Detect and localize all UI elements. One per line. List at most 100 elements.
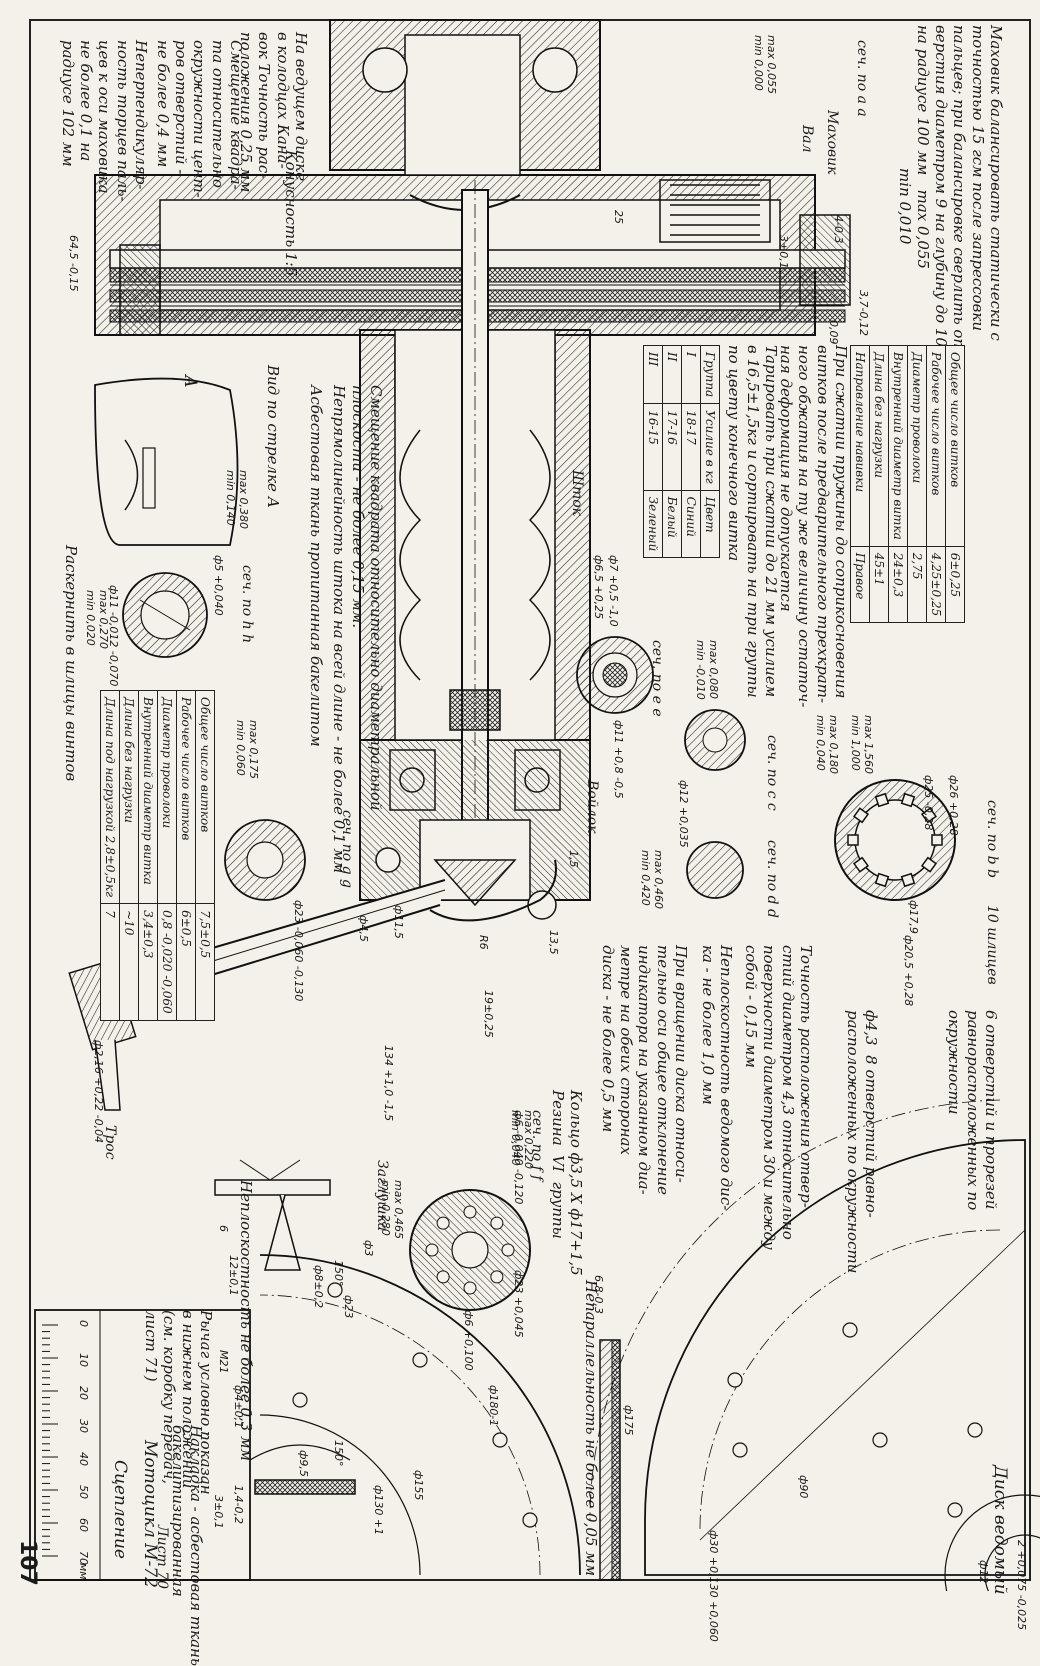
dim-max-j: max 0,460 min 0,420 [638,850,665,909]
note-splint: Раскернить в шлицы винтов [62,545,80,782]
scale-label: 30 [77,1419,90,1433]
spring2-cell: Общее число витков [195,690,215,904]
spring1-cell: Рабочее число витков [926,345,946,547]
spline-tooth [852,807,870,824]
spline-tooth [900,872,916,888]
dim-d645: 64,5 -0,15 [67,235,80,292]
scale-label: 20 [77,1386,90,1400]
groups-header-cell: Группа [700,345,720,404]
bolt-hole [490,1270,504,1284]
dim-2: 2 +0,075 -0,025 [1015,1540,1028,1631]
dim-max-f: max 0,180 min 0,040 [813,715,840,774]
note-flatness-driven: Неплоскостность ведомого дис- ка - не бо… [698,945,735,1211]
title-sheet: Лист 70 [154,1525,170,1590]
note-spring-tare: Тарировать при сжатии до 21 мм усилием в… [725,345,780,698]
note-square-eccentric: Смещение квадра- та относительно окружно… [153,40,245,198]
spring1-cell: 4,25±0,25 [926,546,946,623]
dim-angle-2: 150° [332,1260,345,1287]
spline-tooth [931,834,943,846]
bolt-hole [436,1216,450,1230]
spring1-cell: Общее число витков [945,345,965,547]
dim-45: ф4,5 [357,915,370,942]
plate-hole [412,1352,428,1368]
spring1-cell: 24±0,3 [888,546,908,623]
disc-hole [872,1432,888,1448]
note-square-offset: Смещение квадрата относительно диаметрал… [330,385,385,874]
groups-header-cell: Усилие в кг [700,403,720,491]
dim-max-a: max 0,380 min 0,140 [223,470,250,529]
dim-11b: ф11 +0,8 -0,5 [612,720,625,799]
dim-68: 6,8-0,3 [592,1275,605,1314]
dim-19: 19±0,25 [482,990,495,1038]
bolt-hole [463,1205,477,1219]
bolt-hole [425,1243,439,1257]
spline-tooth [874,792,890,808]
dim-8: ф8±0,2 [312,1265,325,1309]
scale-label: 10 [77,1353,90,1367]
disc-hole [967,1422,983,1438]
scale-unit: мм [77,1563,90,1580]
scale-label: 60 [77,1518,90,1532]
groups-cell: 18-17 [681,403,701,491]
spring2-cell: 7 [100,903,120,1021]
spring1-cell: Направление навивки [850,345,870,547]
plate-hole [327,1282,343,1298]
dim-25b: 25 [612,210,625,224]
plug-detail [214,1159,331,1271]
label-flywheel: Маховик [824,110,840,175]
dim-130: ф130 +1 [372,1485,385,1536]
label-sec-aa: сеч. по а а [854,40,870,117]
label-shaft: Вал [799,125,815,153]
dim-175: ф175 [622,1405,635,1436]
dim-6a: ф6 +0,100 [462,1310,475,1371]
spring1-cell: Длина без нагрузки [869,345,889,547]
dim-134: 134 +1,0 -1,5 [382,1045,395,1122]
dim-12b: 12±0,1 [227,1255,240,1296]
dim-23: ф23 -0,060 -0,130 [292,900,305,1002]
groups-header-cell: Цвет [700,490,720,558]
spring1-cell: Диаметр проволоки [907,345,927,547]
dim-90: ф90 [797,1475,810,1499]
dim-26: ф26 +0,28 [947,775,960,836]
note-holes-6: 6 отверстий и прорезей равнорасположенны… [945,1010,1000,1211]
pad-detail [249,1444,356,1495]
groups-cell: 16-15 [643,403,663,491]
groups-cell: 17-16 [662,403,682,491]
shaft-assembly [359,180,591,920]
section-c [684,709,746,771]
bolt-hole [490,1216,504,1230]
spline-tooth [900,792,916,808]
note-parallel: Непараллельность не более 0,05 мм [582,1280,600,1577]
dim-max-e: max 1,560 min 1,000 [848,715,875,774]
dim-30: ф30 +0,130 +0,060 [707,1530,720,1642]
dim-65: ф6,5 +0,25 [592,555,605,620]
label-splines: 10 шлицев [984,905,1000,985]
dim-7: ф7 +0,5 -1,0 [607,555,620,627]
dim-max-c: max 0,175 min 0,060 [233,720,260,779]
groups-cell: Зеленый [643,490,663,558]
groups-cell: Белый [662,490,682,558]
label-sec-gg: сеч. по g g [339,810,355,889]
dim-115: ф11,5 [392,905,405,939]
label-arrow-a: А [180,375,200,388]
label-felt: Войлок [584,780,600,834]
dim-6b: ф6 -0,040 -0,120 [512,1110,525,1205]
dim-155: ф155 [412,1470,425,1501]
spring2-cell: Длина под нагрузкой 2,8±0,5кг [100,690,120,904]
dim-m21: М21 [217,1350,230,1374]
note-holes-43: ф4,3 8 отверстий равно- расположенных по… [843,1010,880,1274]
view-a-square [94,377,239,546]
scale-label: 0 [77,1320,90,1327]
dim-15: 1,5 [567,850,580,868]
pressure-disc [259,1254,581,1576]
spline-tooth [920,856,938,873]
